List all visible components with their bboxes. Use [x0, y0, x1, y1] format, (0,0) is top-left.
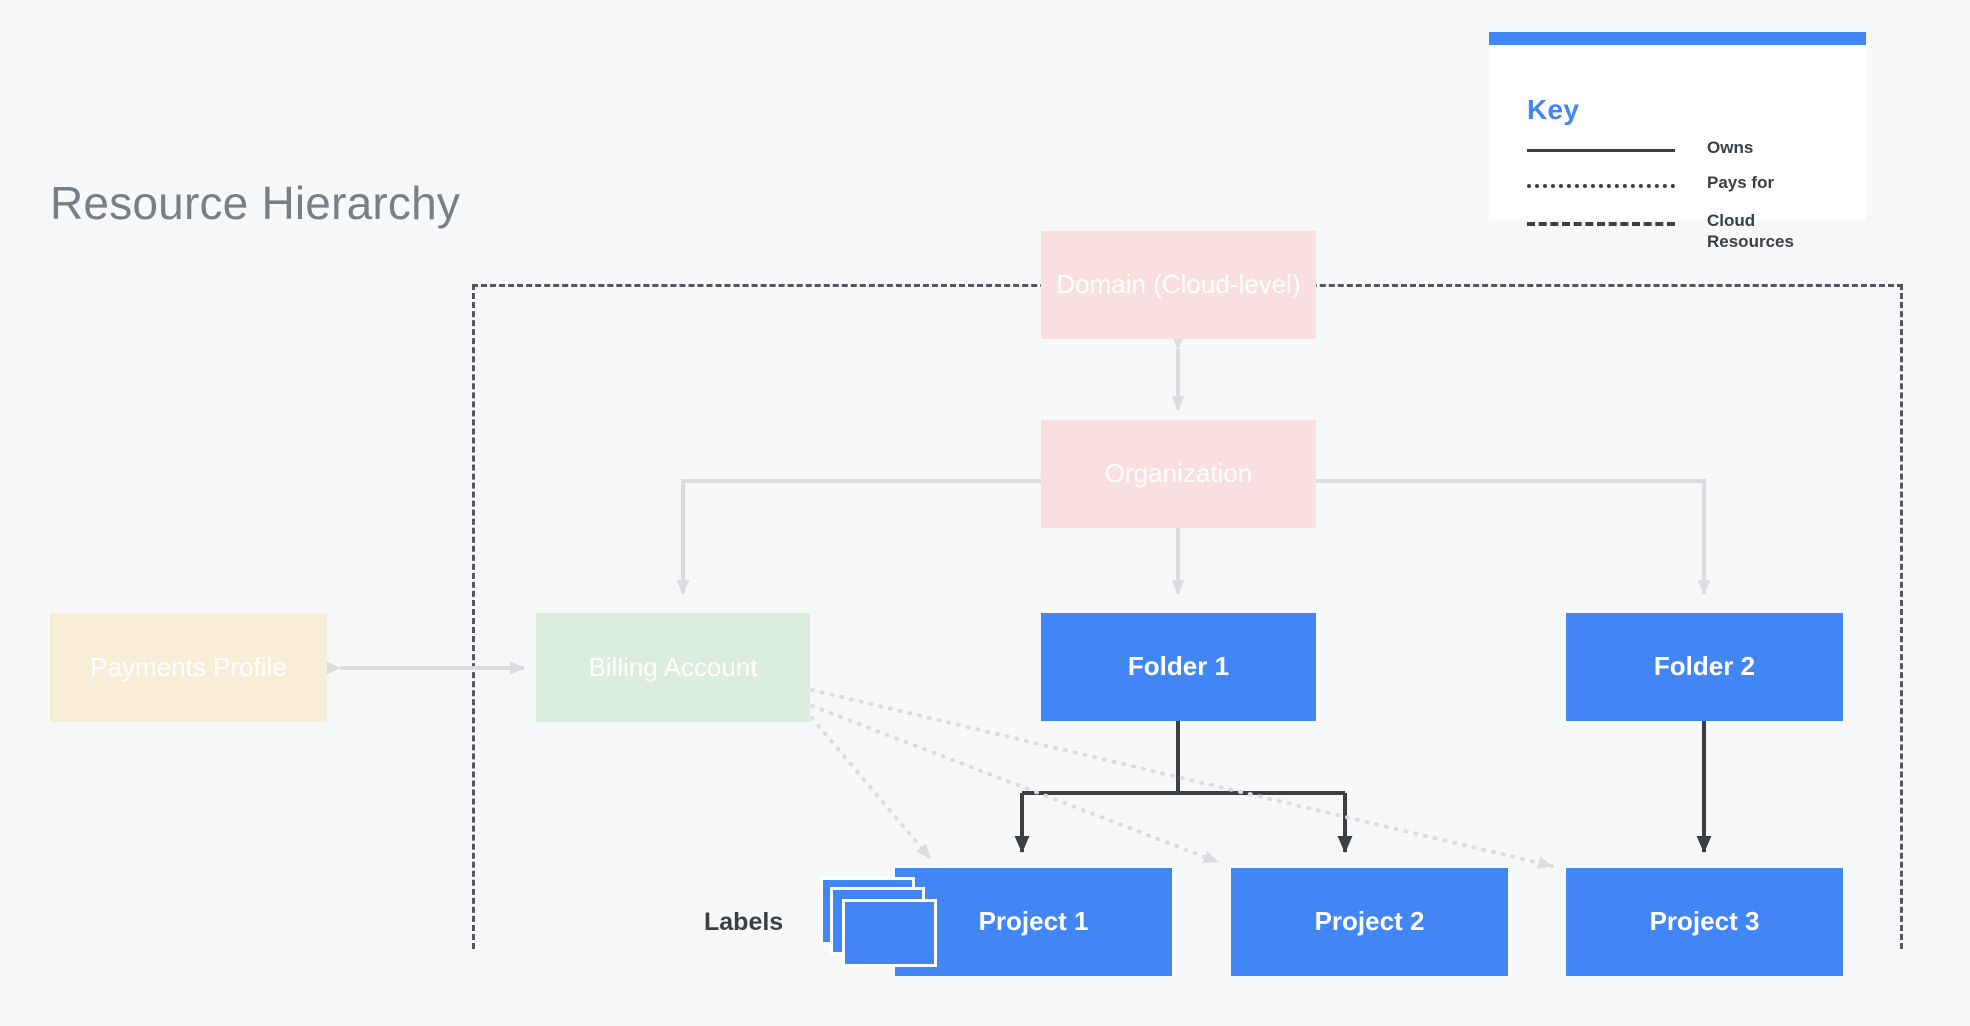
node-folder-1[interactable]: Folder 1 — [1041, 613, 1316, 721]
node-project-2-label: Project 2 — [1314, 906, 1425, 937]
node-billing-account-label: Billing Account — [588, 651, 758, 682]
key-row-pays-for: Pays for — [1527, 172, 1857, 198]
node-folder-2-label: Folder 2 — [1653, 651, 1756, 682]
node-organization[interactable]: Organization — [1041, 420, 1316, 528]
labels-caption: Labels — [704, 908, 784, 936]
key-sample-dotted-line-icon — [1527, 184, 1675, 188]
key-panel: Key Owns Pays for Cloud Resources — [1489, 32, 1866, 251]
node-payments-profile-label: Payments Profile — [90, 651, 287, 682]
node-folder-1-label: Folder 1 — [1127, 651, 1230, 682]
node-domain[interactable]: Domain (Cloud-level) — [1041, 231, 1316, 339]
key-row-cloud-resources: Cloud Resources — [1527, 210, 1857, 251]
key-label-pays-for: Pays for — [1707, 173, 1775, 192]
node-project-3-label: Project 3 — [1649, 906, 1760, 937]
node-folder-2[interactable]: Folder 2 — [1566, 613, 1843, 721]
key-title: Key — [1527, 94, 1580, 125]
page-title: Resource Hierarchy — [50, 177, 461, 229]
key-label-owns: Owns — [1707, 138, 1754, 157]
key-accent-bar — [1489, 32, 1866, 45]
label-card-front — [842, 899, 937, 967]
labels-stack-icon — [820, 877, 944, 967]
node-project-1[interactable]: Project 1 — [895, 868, 1172, 976]
node-payments-profile[interactable]: Payments Profile — [50, 613, 327, 722]
node-billing-account[interactable]: Billing Account — [536, 613, 810, 722]
key-sample-solid-line-icon — [1527, 149, 1675, 152]
key-label-cloud-resources: Cloud Resources — [1707, 211, 1794, 251]
node-project-1-label: Project 1 — [978, 906, 1089, 937]
key-row-owns: Owns — [1527, 137, 1857, 163]
node-domain-label: Domain (Cloud-level) — [1056, 269, 1301, 300]
key-sample-dashed-line-icon — [1527, 222, 1675, 226]
node-project-3[interactable]: Project 3 — [1566, 868, 1843, 976]
node-organization-label: Organization — [1104, 458, 1253, 489]
node-project-2[interactable]: Project 2 — [1231, 868, 1508, 976]
